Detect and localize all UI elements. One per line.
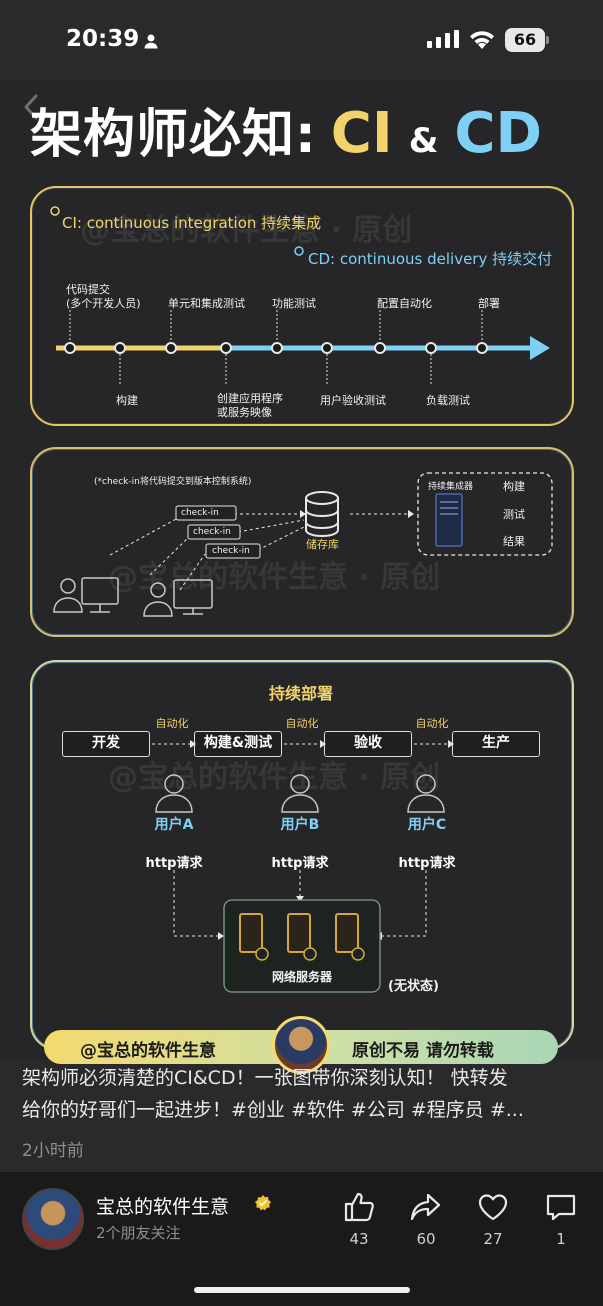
http-label: http请求 — [398, 856, 456, 871]
status-bar: 20:39 66 — [0, 0, 603, 80]
user-label: 用户A — [154, 817, 194, 833]
favorite-button[interactable]: 27 — [468, 1190, 518, 1248]
title-text: 架构师必知: — [30, 105, 317, 165]
auto-label: 自动化 — [155, 717, 189, 730]
stage-box: 构建&测试 — [194, 731, 282, 757]
timeline-label: 用户验收测试 — [320, 394, 386, 407]
timeline-label: 负载测试 — [426, 394, 470, 407]
cd-label: CD: continuous delivery 持续交付 — [308, 250, 553, 268]
auto-label: 自动化 — [415, 717, 449, 730]
person-icon — [144, 34, 158, 49]
timeline-label: 功能测试 — [272, 297, 316, 310]
comment-count: 1 — [556, 1230, 566, 1248]
share-count: 60 — [416, 1230, 436, 1248]
stage-box: 生产 — [452, 731, 540, 757]
auto-label: 自动化 — [285, 717, 319, 730]
status-time: 20:39 — [66, 26, 140, 52]
caption-line: 给你的好哥们一起进步！#创业 #软件 #公司 #程序员 #... — [22, 1099, 524, 1121]
verified-badge-icon — [255, 1195, 271, 1211]
checkin-note: (*check-in将代码提交到版本控制系统) — [94, 477, 252, 487]
post-time: 2小时前 — [22, 1141, 84, 1161]
checkin-tag: check-in — [193, 527, 231, 537]
like-button[interactable]: 43 — [334, 1190, 384, 1248]
user-label: 用户B — [280, 817, 320, 833]
http-label: http请求 — [145, 856, 203, 871]
author-name[interactable]: 宝总的软件生意 — [96, 1196, 230, 1218]
ci-server-label: 持续集成器 — [428, 482, 474, 492]
title-amp: & — [408, 121, 439, 161]
like-count: 43 — [349, 1230, 369, 1248]
stage-box: 开发 — [62, 731, 150, 757]
timeline-label: 单元和集成测试 — [168, 297, 245, 310]
bottom-action-bar — [0, 1172, 603, 1306]
author-avatar[interactable] — [22, 1188, 84, 1250]
panel-title: 持续部署 — [268, 684, 334, 703]
checkin-tag: check-in — [212, 546, 250, 556]
watermark: @宝总的软件生意 · 原创 — [108, 560, 441, 595]
banner-notice: 原创不易 请勿转载 — [352, 1041, 494, 1061]
server-label: 网络服务器 — [271, 970, 333, 984]
http-label: http请求 — [271, 856, 329, 871]
share-button[interactable]: 60 — [401, 1190, 451, 1248]
dot-icon — [294, 246, 304, 256]
deployment-diagram — [152, 740, 454, 993]
post-caption[interactable]: 架构师必须清楚的CI&CD！一张图带你深刻认知！ 快转发 给你的好哥们一起进步！… — [22, 1062, 582, 1126]
ci-step: 测试 — [503, 508, 525, 521]
watermark: @宝总的软件生意 · 原创 — [80, 213, 413, 248]
timeline-label: 创建应用程序或服务映像 — [217, 392, 283, 419]
author-followers: 2个朋友关注 — [96, 1224, 181, 1242]
user-label: 用户C — [407, 817, 447, 833]
repo-label: 储存库 — [306, 538, 339, 551]
ci-repo-diagram — [53, 472, 553, 617]
title-ci: CI — [330, 101, 393, 166]
comment-button[interactable]: 1 — [536, 1190, 586, 1248]
timeline-label: 构建 — [116, 394, 138, 407]
ci-repo-panel — [30, 447, 574, 637]
dot-icon — [50, 206, 60, 216]
banner-avatar — [272, 1016, 330, 1074]
thumbs-up-icon — [344, 1192, 374, 1222]
caption-line: 架构师必须清楚的CI&CD！一张图带你深刻认知！ 快转发 — [22, 1067, 508, 1089]
ci-step: 构建 — [503, 480, 525, 493]
ci-cd-timeline-panel — [30, 186, 574, 426]
comment-icon — [546, 1194, 576, 1221]
ci-label: CI: continuous integration 持续集成 — [62, 214, 322, 232]
battery-level: 66 — [505, 28, 545, 52]
timeline-label: 代码提交(多个开发人员) — [66, 283, 141, 310]
battery-nub — [546, 36, 549, 44]
stage-box: 验收 — [324, 731, 412, 757]
banner-author: @宝总的软件生意 — [80, 1041, 216, 1061]
checkin-tag: check-in — [181, 508, 219, 518]
pipeline-timeline — [56, 310, 550, 386]
timeline-label: 配置自动化 — [377, 297, 432, 310]
timeline-label: 部署 — [478, 297, 500, 310]
signal-icon — [427, 30, 459, 48]
poster-title: 架构师必知: CI & CD — [30, 92, 542, 166]
stateless-label: (无状态) — [388, 979, 439, 994]
title-cd: CD — [454, 101, 542, 166]
wifi-icon — [470, 31, 494, 49]
back-icon[interactable] — [20, 92, 44, 122]
heart-icon — [478, 1194, 508, 1221]
watermark: @宝总的软件生意 · 原创 — [108, 760, 441, 795]
ci-step: 结果 — [503, 535, 525, 548]
share-icon — [410, 1193, 441, 1221]
favorite-count: 27 — [483, 1230, 503, 1248]
battery-indicator: 66 — [505, 28, 549, 52]
home-indicator[interactable] — [194, 1287, 410, 1293]
